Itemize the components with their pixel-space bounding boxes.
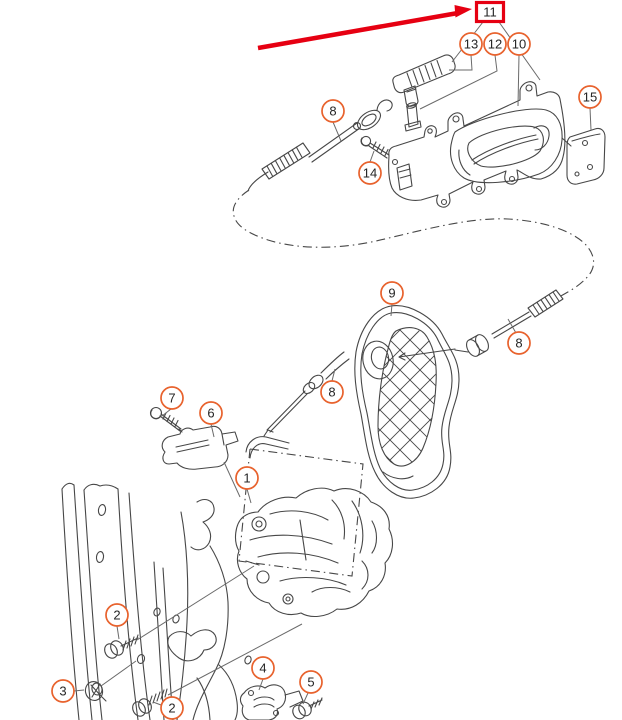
mounting-bracket [161, 425, 239, 470]
callout-14[interactable]: 14 [358, 161, 382, 185]
callout-2[interactable]: 2 [105, 603, 129, 627]
callout-number: 12 [488, 37, 502, 52]
callout-ring[interactable] [321, 99, 345, 123]
highlight-arrow-head [454, 5, 472, 18]
callout-8[interactable]: 8 [320, 380, 344, 404]
callout-number: 13 [464, 37, 478, 52]
highlight-arrow [257, 10, 459, 51]
striker-screw [292, 697, 323, 720]
callout-13[interactable]: 13 [459, 32, 483, 56]
bowden-rod-needle [263, 351, 350, 437]
callout-number: 7 [168, 391, 175, 406]
callout-1[interactable]: 1 [235, 466, 259, 490]
callout-ring[interactable] [320, 380, 344, 404]
callout-ring[interactable] [459, 32, 483, 56]
callout-ring[interactable] [105, 603, 129, 627]
handle-end-cap [566, 127, 606, 185]
callout-ring[interactable] [483, 32, 507, 56]
door-edge-panel [61, 482, 252, 720]
callout-number: 10 [512, 37, 526, 52]
lock-position-outline [238, 436, 364, 577]
door-seal-gasket [354, 305, 460, 499]
handle-screw [360, 135, 390, 159]
callout-3[interactable]: 3 [51, 679, 75, 703]
callout-5[interactable]: 5 [299, 670, 323, 694]
callout-4[interactable]: 4 [251, 656, 275, 680]
callout-number: 14 [363, 166, 377, 181]
callout-10[interactable]: 10 [507, 32, 531, 56]
callout-number: 9 [388, 286, 395, 301]
callout-11-highlighted[interactable]: 11 [474, 0, 506, 24]
callout-8[interactable]: 8 [321, 99, 345, 123]
leader-lines [73, 21, 592, 706]
bracket-screw [149, 406, 183, 433]
callout-12[interactable]: 12 [483, 32, 507, 56]
door-lock-mechanism [234, 487, 394, 618]
callout-ring[interactable] [199, 401, 223, 425]
release-cable-upper [247, 99, 393, 192]
callout-8[interactable]: 8 [507, 331, 531, 355]
callout-ring[interactable] [235, 466, 259, 490]
callout-number: 8 [329, 104, 336, 119]
callout-number: 1 [243, 471, 250, 486]
callout-9[interactable]: 9 [380, 281, 404, 305]
lock-screw-upper [104, 634, 139, 659]
callout-number: 2 [168, 701, 175, 716]
callout-ring[interactable] [380, 281, 404, 305]
callout-number: 15 [583, 90, 597, 105]
cable-routing-path [232, 189, 595, 298]
lock-screw-lower [132, 688, 168, 717]
callout-ring[interactable] [507, 331, 531, 355]
callout-ring[interactable] [160, 386, 184, 410]
highlight-box[interactable] [474, 0, 506, 24]
highlighted-callout-number: 11 [483, 5, 497, 20]
callout-number: 3 [59, 684, 66, 699]
callout-7[interactable]: 7 [160, 386, 184, 410]
callout-number: 8 [328, 385, 335, 400]
release-cable-right [398, 289, 564, 361]
callout-number: 4 [259, 661, 266, 676]
callout-ring[interactable] [51, 679, 75, 703]
callout-ring[interactable] [578, 85, 602, 109]
callout-ring[interactable] [358, 161, 382, 185]
lock-knob-part [392, 54, 456, 107]
callout-ring[interactable] [160, 696, 184, 720]
callout-ring[interactable] [251, 656, 275, 680]
grommet-plug [84, 681, 107, 702]
callout-number: 2 [113, 608, 120, 623]
callout-number: 8 [515, 336, 522, 351]
clip-pin-part [404, 102, 422, 132]
callout-ring[interactable] [507, 32, 531, 56]
callout-6[interactable]: 6 [199, 401, 223, 425]
striker-plate [239, 684, 304, 720]
callout-number: 5 [307, 675, 314, 690]
callout-2[interactable]: 2 [160, 696, 184, 720]
highlight-annotation [257, 5, 472, 51]
callout-15[interactable]: 15 [578, 85, 602, 109]
inner-handle-carrier [388, 81, 572, 208]
callout-number: 6 [207, 406, 214, 421]
callout-ring[interactable] [299, 670, 323, 694]
